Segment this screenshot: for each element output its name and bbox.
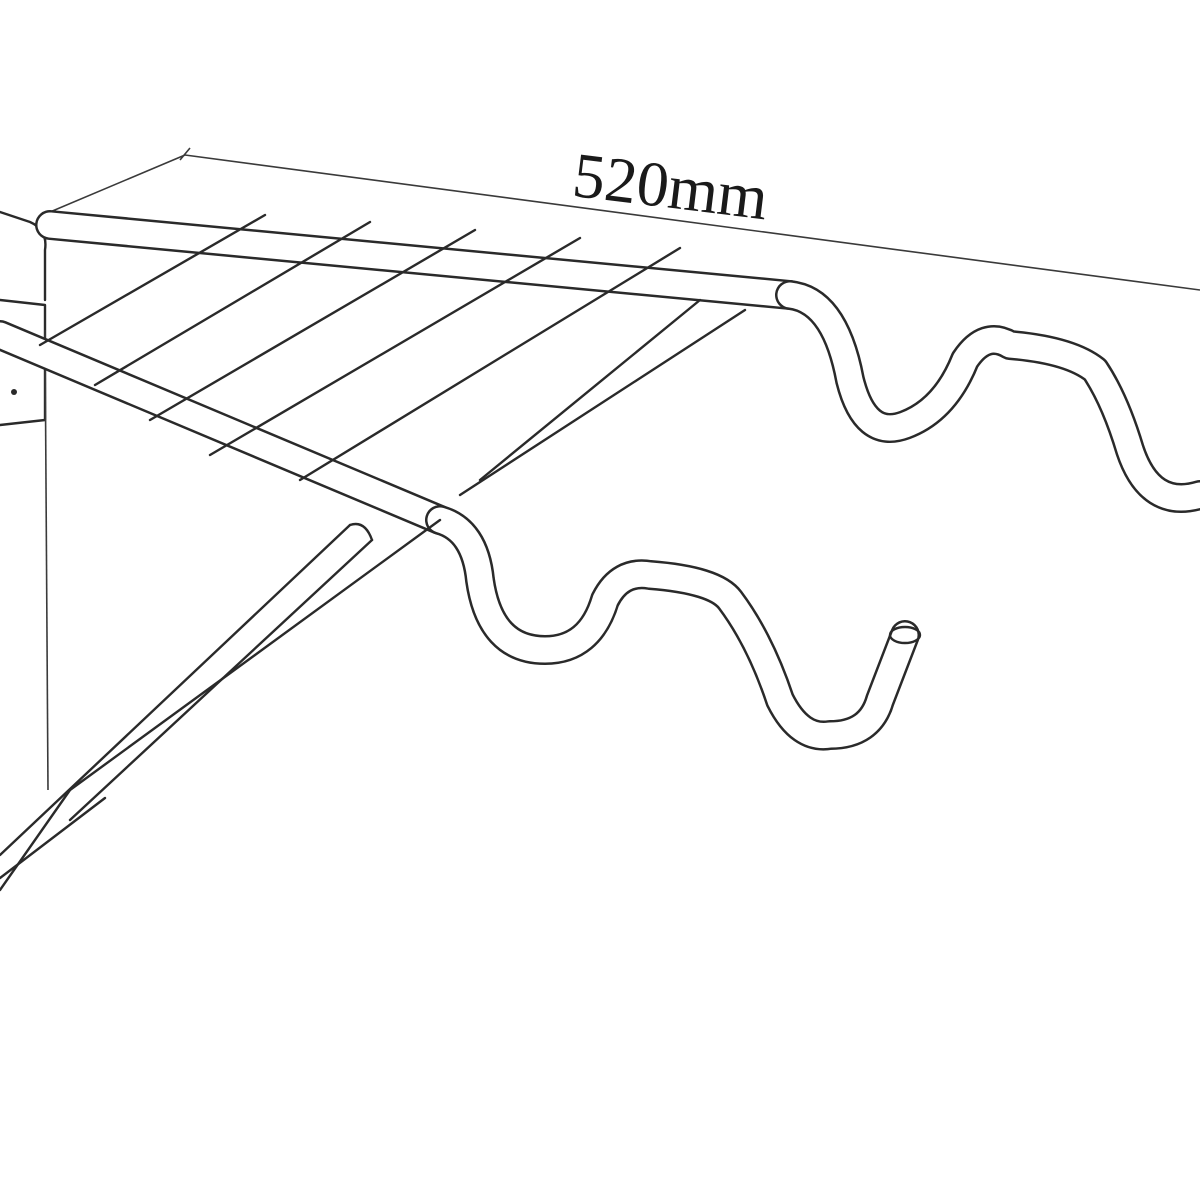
rack-slats [38,213,682,482]
dimension-line [49,147,1200,291]
back-wave-arm [775,280,1200,513]
diagonal-support [0,518,442,892]
front-wave-arm [425,505,922,751]
wall-bracket [0,210,49,791]
rack-frame [0,210,805,535]
